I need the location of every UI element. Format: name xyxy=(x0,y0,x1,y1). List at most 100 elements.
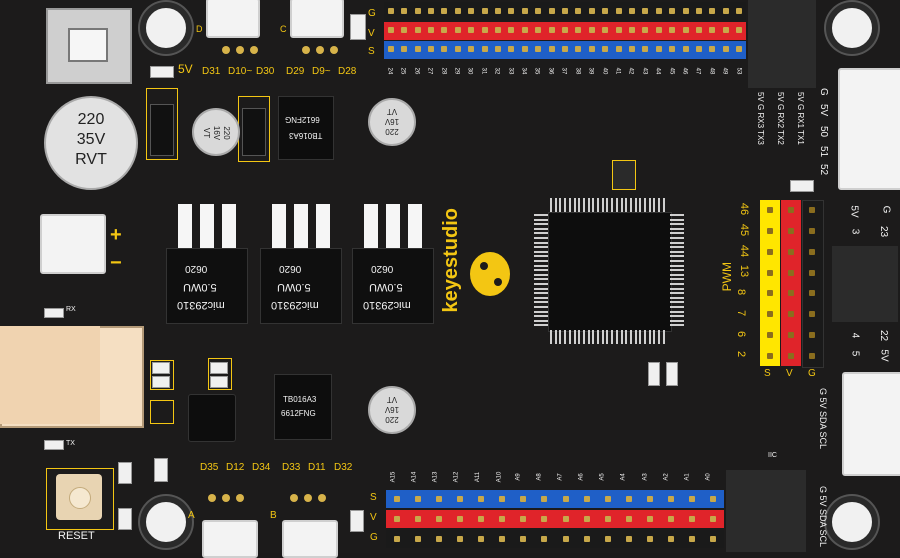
pwm-pin[interactable] xyxy=(767,311,773,318)
header-pin[interactable] xyxy=(575,46,582,52)
pwm-pin[interactable] xyxy=(788,248,794,255)
header-pin[interactable] xyxy=(494,46,501,52)
header-pin[interactable] xyxy=(481,46,488,52)
header-pin[interactable] xyxy=(668,536,675,542)
header-pin[interactable] xyxy=(387,8,394,14)
header-pin[interactable] xyxy=(521,46,528,52)
header-pin[interactable] xyxy=(387,27,394,33)
pwm-pin[interactable] xyxy=(788,207,794,214)
pwm-pin[interactable] xyxy=(809,207,815,214)
header-pin[interactable] xyxy=(669,46,676,52)
header-pin[interactable] xyxy=(548,27,555,33)
header-pin[interactable] xyxy=(722,46,729,52)
header-pin[interactable] xyxy=(629,46,636,52)
header-pin[interactable] xyxy=(668,516,675,522)
header-pin[interactable] xyxy=(520,536,527,542)
header-pin[interactable] xyxy=(499,516,506,522)
header-pin[interactable] xyxy=(548,8,555,14)
header-pin[interactable] xyxy=(481,8,488,14)
pwm-pin[interactable] xyxy=(767,228,773,235)
header-pin[interactable] xyxy=(414,496,421,502)
header-pin[interactable] xyxy=(468,8,475,14)
header-pin[interactable] xyxy=(541,496,548,502)
header-pin[interactable] xyxy=(615,46,622,52)
header-pin[interactable] xyxy=(468,46,475,52)
header-pin[interactable] xyxy=(642,8,649,14)
header-pin[interactable] xyxy=(629,8,636,14)
header-pin[interactable] xyxy=(454,27,461,33)
header-pin[interactable] xyxy=(508,27,515,33)
header-pin[interactable] xyxy=(647,536,654,542)
header-pin[interactable] xyxy=(468,27,475,33)
header-pin[interactable] xyxy=(710,516,717,522)
header-pin[interactable] xyxy=(494,8,501,14)
pwm-pin[interactable] xyxy=(767,248,773,255)
pwm-pin[interactable] xyxy=(809,311,815,318)
header-pin[interactable] xyxy=(682,46,689,52)
header-pin[interactable] xyxy=(588,8,595,14)
header-pin[interactable] xyxy=(602,27,609,33)
header-pin[interactable] xyxy=(494,27,501,33)
pwm-pin[interactable] xyxy=(788,290,794,297)
header-pin[interactable] xyxy=(541,516,548,522)
header-pin[interactable] xyxy=(682,27,689,33)
pwm-pin[interactable] xyxy=(809,248,815,255)
header-pin[interactable] xyxy=(562,46,568,52)
header-pin[interactable] xyxy=(435,516,442,522)
motor-connector-a[interactable] xyxy=(202,520,258,558)
header-pin[interactable] xyxy=(393,516,400,522)
header-pin[interactable] xyxy=(736,8,743,14)
header-pin[interactable] xyxy=(456,536,463,542)
header-pin[interactable] xyxy=(454,46,461,52)
header-pin[interactable] xyxy=(441,46,448,52)
header-pin[interactable] xyxy=(583,516,590,522)
motor-connector-c[interactable] xyxy=(290,0,344,38)
header-pin[interactable] xyxy=(548,46,555,52)
iic-pin-block[interactable] xyxy=(726,470,806,552)
top-header-pins[interactable] xyxy=(384,2,746,60)
pwm-pin[interactable] xyxy=(788,269,794,276)
header-pin[interactable] xyxy=(427,46,434,52)
header-pin[interactable] xyxy=(709,46,716,52)
header-pin[interactable] xyxy=(615,8,622,14)
header-pin[interactable] xyxy=(414,516,421,522)
header-pin[interactable] xyxy=(625,516,632,522)
right-pin-block[interactable] xyxy=(832,246,898,322)
pwm-pin[interactable] xyxy=(788,228,794,235)
header-pin[interactable] xyxy=(441,8,448,14)
bottom-header-pins[interactable] xyxy=(386,490,724,548)
header-pin[interactable] xyxy=(647,496,654,502)
header-pin[interactable] xyxy=(669,8,676,14)
header-pin[interactable] xyxy=(668,496,675,502)
motor-connector-d[interactable] xyxy=(206,0,260,38)
header-pin[interactable] xyxy=(722,8,729,14)
header-pin[interactable] xyxy=(454,8,461,14)
pwm-pin[interactable] xyxy=(809,331,815,338)
header-pin[interactable] xyxy=(414,536,421,542)
header-pin[interactable] xyxy=(562,8,568,14)
header-pin[interactable] xyxy=(435,536,442,542)
i2c-connector-right[interactable] xyxy=(842,372,900,476)
header-pin[interactable] xyxy=(696,8,703,14)
header-pin[interactable] xyxy=(655,8,662,14)
header-pin[interactable] xyxy=(625,496,632,502)
connector-g-5v-50-51-52[interactable] xyxy=(838,68,900,190)
header-pin[interactable] xyxy=(393,496,400,502)
header-pin[interactable] xyxy=(642,46,649,52)
header-pin[interactable] xyxy=(669,27,676,33)
pwm-pin[interactable] xyxy=(767,331,773,338)
pwm-header-pins[interactable] xyxy=(760,200,822,366)
header-pin[interactable] xyxy=(521,8,528,14)
header-pin[interactable] xyxy=(387,46,394,52)
header-pin[interactable] xyxy=(588,46,595,52)
pwm-pin[interactable] xyxy=(767,207,773,214)
header-pin[interactable] xyxy=(588,27,595,33)
header-pin[interactable] xyxy=(393,536,400,542)
motor-connector-b[interactable] xyxy=(282,520,338,558)
header-pin[interactable] xyxy=(604,496,611,502)
header-pin[interactable] xyxy=(535,46,542,52)
header-pin[interactable] xyxy=(682,8,689,14)
header-pin[interactable] xyxy=(736,27,743,33)
header-pin[interactable] xyxy=(456,516,463,522)
header-pin[interactable] xyxy=(521,27,528,33)
